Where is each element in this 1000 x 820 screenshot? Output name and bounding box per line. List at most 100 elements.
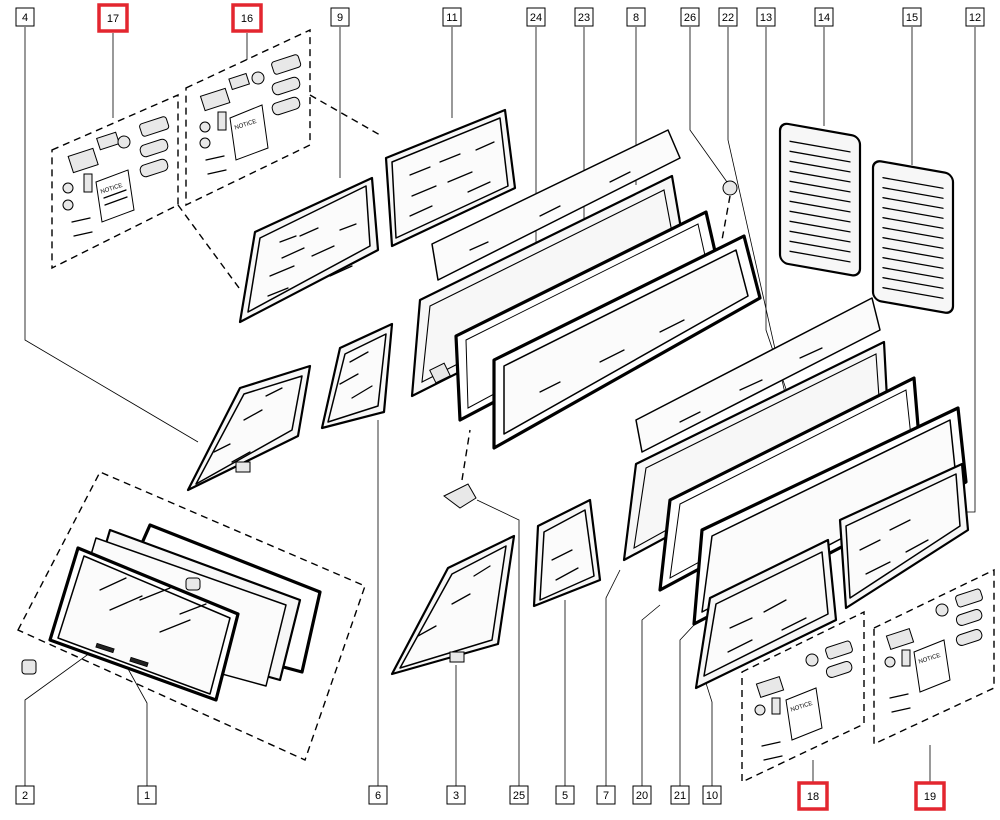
callout-box-15 bbox=[902, 7, 922, 27]
callout-box-22 bbox=[718, 7, 738, 27]
fitting-kit-18: NOTICE bbox=[741, 610, 865, 784]
lower-glass-strip-13 bbox=[635, 297, 881, 453]
callout-box-3 bbox=[446, 785, 466, 805]
callout-6: 6 bbox=[368, 785, 388, 805]
callout-label-12: 12 bbox=[969, 12, 981, 24]
callout-box-24 bbox=[526, 7, 546, 27]
callout-box-23 bbox=[574, 7, 594, 27]
callout-11: 11 bbox=[442, 7, 462, 27]
fitting-kit-16: NOTICE bbox=[185, 28, 311, 207]
callout-13: 13 bbox=[756, 7, 776, 27]
callout-label-6: 6 bbox=[375, 790, 381, 802]
window-glass-26 bbox=[492, 180, 762, 450]
side-window-12 bbox=[838, 462, 970, 610]
callout-label-9: 9 bbox=[337, 12, 343, 24]
callout-box-14 bbox=[814, 7, 834, 27]
callout-label-10: 10 bbox=[706, 790, 718, 802]
callout-label-19: 19 bbox=[924, 791, 936, 803]
callout-box-10 bbox=[702, 785, 722, 805]
vent-grille-14 bbox=[778, 122, 862, 277]
vent-14-slats bbox=[789, 140, 851, 263]
callout-15: 15 bbox=[902, 7, 922, 27]
callout-box-21 bbox=[670, 785, 690, 805]
fitting-kit-17: NOTICE bbox=[51, 93, 179, 270]
callout-label-21: 21 bbox=[674, 790, 686, 802]
quarter-window-4 bbox=[186, 364, 312, 492]
side-window-9 bbox=[238, 176, 380, 324]
callout-17: 17 bbox=[97, 3, 129, 33]
callout-23: 23 bbox=[574, 7, 594, 27]
callout-label-13: 13 bbox=[760, 12, 772, 24]
vent-grille-15 bbox=[871, 160, 955, 314]
quarter-window-3 bbox=[390, 534, 516, 676]
upper-glass-strip-8 bbox=[431, 129, 681, 281]
callout-16: 16 bbox=[231, 3, 263, 33]
callout-22: 22 bbox=[718, 7, 738, 27]
callout-box-11 bbox=[442, 7, 462, 27]
side-window-11 bbox=[384, 108, 517, 248]
callouts-top: 4 17 16 9 11 24 23 8 26 22 13 14 15 12 bbox=[15, 3, 985, 33]
callout-box-25 bbox=[509, 785, 529, 805]
callout-25: 25 bbox=[509, 785, 529, 805]
callout-label-11: 11 bbox=[446, 12, 457, 24]
callout-label-26: 26 bbox=[684, 12, 696, 24]
callout-4: 4 bbox=[15, 7, 35, 27]
callout-2: 2 bbox=[15, 785, 35, 805]
callout-10: 10 bbox=[702, 785, 722, 805]
callout-box-1 bbox=[137, 785, 157, 805]
callout-label-22: 22 bbox=[722, 12, 734, 24]
callout-20: 20 bbox=[632, 785, 652, 805]
callout-26: 26 bbox=[680, 7, 700, 27]
callout-21: 21 bbox=[670, 785, 690, 805]
callout-label-7: 7 bbox=[603, 790, 609, 802]
fitting-kit-19: NOTICE bbox=[873, 568, 995, 746]
callout-14: 14 bbox=[814, 7, 834, 27]
quarter-window-6 bbox=[320, 322, 394, 430]
callout-24: 24 bbox=[526, 7, 546, 27]
callout-box-6 bbox=[368, 785, 388, 805]
callout-label-18: 18 bbox=[807, 791, 819, 803]
side-window-10 bbox=[694, 538, 838, 690]
callout-8: 8 bbox=[626, 7, 646, 27]
callout-box-9 bbox=[330, 7, 350, 27]
callout-box-8 bbox=[626, 7, 646, 27]
callout-18: 18 bbox=[797, 781, 829, 811]
callout-box-13 bbox=[756, 7, 776, 27]
callout-12: 12 bbox=[965, 7, 985, 27]
callout-label-14: 14 bbox=[818, 12, 830, 24]
callout-19: 19 bbox=[914, 781, 946, 811]
callout-label-5: 5 bbox=[562, 790, 568, 802]
callout-box-7 bbox=[596, 785, 616, 805]
quarter-window-5 bbox=[532, 498, 602, 608]
callout-label-15: 15 bbox=[906, 12, 918, 24]
callout-9: 9 bbox=[330, 7, 350, 27]
callout-box-16 bbox=[231, 3, 263, 33]
callout-label-2: 2 bbox=[22, 790, 28, 802]
callout-box-20 bbox=[632, 785, 652, 805]
callout-label-8: 8 bbox=[633, 12, 639, 24]
callout-label-4: 4 bbox=[22, 12, 28, 24]
callout-label-3: 3 bbox=[453, 790, 459, 802]
callout-label-25: 25 bbox=[513, 790, 525, 802]
vent-15-slats bbox=[882, 177, 944, 299]
window-glass-10 bbox=[692, 406, 968, 626]
callout-5: 5 bbox=[555, 785, 575, 805]
callout-3: 3 bbox=[446, 785, 466, 805]
callout-box-17 bbox=[97, 3, 129, 33]
callout-1: 1 bbox=[137, 785, 157, 805]
callout-box-19 bbox=[914, 781, 946, 811]
callout-box-4 bbox=[15, 7, 35, 27]
callout-box-26 bbox=[680, 7, 700, 27]
callout-box-18 bbox=[797, 781, 829, 811]
callout-box-5 bbox=[555, 785, 575, 805]
callout-label-1: 1 bbox=[144, 790, 150, 802]
callout-label-17: 17 bbox=[107, 13, 119, 25]
callout-label-24: 24 bbox=[530, 12, 542, 24]
callout-label-16: 16 bbox=[241, 13, 253, 25]
windscreen-group-1 bbox=[17, 471, 366, 761]
callout-label-23: 23 bbox=[578, 12, 590, 24]
callout-label-20: 20 bbox=[636, 790, 648, 802]
callout-box-12 bbox=[965, 7, 985, 27]
